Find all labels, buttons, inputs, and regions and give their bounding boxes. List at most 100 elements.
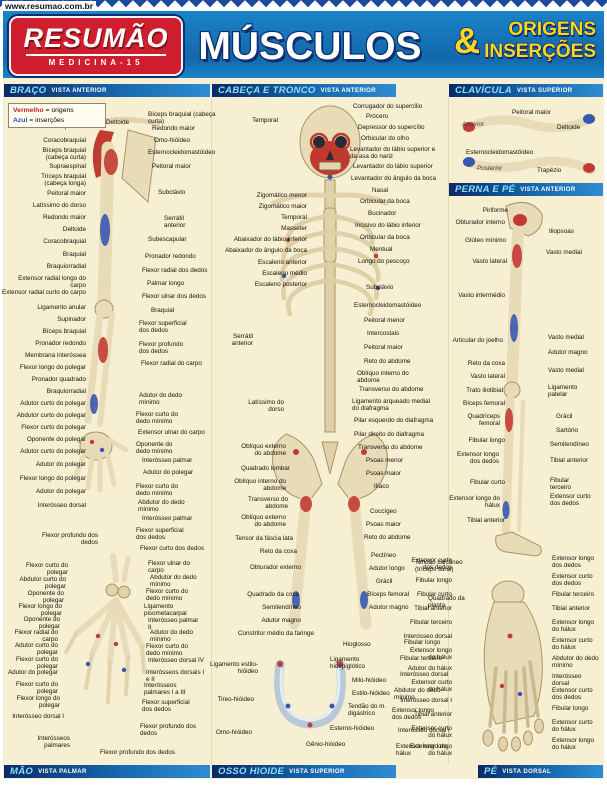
- section-header-mao: MÃO VISTA PALMAR: [4, 765, 210, 778]
- muscle-label: Flexor curto do polegar: [16, 656, 58, 670]
- muscle-label: Bíceps femoral: [367, 591, 409, 598]
- legend-origens: Vermelho = origens: [13, 107, 74, 114]
- muscle-label: Flexor radial dos dedos: [142, 267, 208, 274]
- muscle-label: Tríceps braquial (cabeça longa): [41, 173, 86, 187]
- muscle-label: Pectíneo: [371, 552, 396, 559]
- muscle-label: Peitoral menor: [364, 317, 405, 324]
- muscle-label: Tensor da fáscia lata: [235, 535, 293, 542]
- muscle-label: Redondo maior: [152, 125, 196, 132]
- muscle-label: Interósseo dorsal: [403, 633, 452, 640]
- muscle-label: Flexor profundo dos dedos: [140, 723, 197, 737]
- muscle-label: Oponente do polegar: [26, 436, 86, 443]
- muscle-label: Zigomático maior: [258, 203, 307, 210]
- section-title: PÉ: [484, 766, 498, 777]
- muscle-label: Adutor magno: [548, 349, 588, 356]
- muscle-label: Abdutor do dedo mínimo: [394, 687, 441, 701]
- muscle-label: Bíceps braquial: [42, 328, 86, 335]
- subtitle-insercoes: INSERÇÕES: [483, 40, 596, 62]
- section-title: CLAVÍCULA: [455, 85, 512, 96]
- muscle-label: Adutor longo: [369, 565, 405, 572]
- clavicle-illustration: [462, 113, 596, 175]
- brand-series: MEDICINA-15: [48, 58, 144, 67]
- muscle-label: Zigomático menor: [256, 192, 307, 199]
- muscle-label: Deltoide: [106, 119, 130, 126]
- muscle-label: Esternocleidomastóideo: [148, 149, 216, 156]
- muscle-label: Levantador do lábio superior e da asa do…: [350, 146, 436, 160]
- website-url: www.resumao.com.br: [2, 1, 97, 11]
- muscle-label: Tibial anterior: [467, 517, 505, 524]
- muscle-label: Extensor curto do hálux: [411, 725, 452, 739]
- muscle-label: Interósseo dorsal I: [12, 713, 64, 720]
- muscle-label: Ligamento patelar: [548, 384, 578, 398]
- muscle-label: Glúteo mínimo: [465, 237, 506, 244]
- section-view: VISTA ANTERIOR: [520, 186, 576, 193]
- muscle-label: Extensor longo do hálux: [409, 743, 452, 757]
- muscle-label: Constritor médio da faringe: [238, 630, 314, 637]
- muscle-label: Bíceps braquial (cabeça curta): [42, 147, 86, 161]
- muscle-label: Flexor curto do polegar: [26, 562, 68, 576]
- muscle-label: Extensor ulnar do carpo: [138, 429, 205, 436]
- brand-logo: RESUMÃO MEDICINA-15: [9, 16, 183, 76]
- muscle-label: Adutor do hálux: [407, 665, 452, 672]
- muscle-label: Interósseo dorsal: [552, 673, 582, 687]
- muscle-label: Intercostais: [367, 330, 400, 337]
- muscle-label: Pronador redondo: [35, 340, 86, 347]
- muscle-label: Trato iliotibial: [466, 387, 503, 394]
- muscle-label: Interósseo dorsal: [37, 502, 86, 509]
- muscle-label: Tibial anterior: [550, 457, 588, 464]
- muscle-label: Oblíquo interno do abdome: [234, 478, 286, 492]
- section-view: VISTA ANTERIOR: [51, 87, 107, 94]
- muscle-label: Subclávio: [158, 189, 186, 196]
- muscle-label: Pilar direito do diafragma: [354, 431, 425, 438]
- muscle-label: Flexor curto do dedo mínimo: [146, 643, 188, 657]
- muscle-label: Interósseo palmar: [142, 457, 193, 464]
- muscle-label: Oponente do polegar: [23, 616, 60, 630]
- muscle-label: Adutor curto do polegar: [14, 642, 58, 656]
- muscle-label: Flexor longo do polegar: [18, 603, 62, 617]
- muscle-label: Ilíaco: [374, 483, 390, 490]
- section-view: VISTA DORSAL: [502, 768, 552, 775]
- section-header-osso-hioide: OSSO HIOIDE VISTA SUPERIOR: [212, 765, 396, 778]
- foot-skeleton-illustration: [482, 580, 544, 752]
- muscle-label: Abdutor do dedo mínimo: [552, 655, 599, 669]
- muscle-label: Flexor profundo dos dedos: [100, 749, 175, 756]
- muscle-label: Tendão calcâneo (tríceps sural): [415, 559, 463, 573]
- muscle-label: Esternocleidomastóideo: [354, 302, 422, 309]
- section-title: MÃO: [10, 766, 34, 777]
- muscle-label: Bucinador: [368, 210, 397, 217]
- muscle-label: Flexor curto do dedo mínimo: [136, 411, 178, 425]
- muscle-label: Coccígeo: [370, 508, 397, 515]
- muscle-label: Vasto medial: [546, 249, 582, 256]
- muscle-label: Interósseo palmar II: [148, 617, 199, 631]
- muscle-label: Tibial anterior: [414, 605, 452, 612]
- muscle-label: Omo-hióideo: [154, 137, 191, 144]
- muscle-label: Mentual: [370, 246, 393, 253]
- muscle-label: Interósseo dorsal I: [400, 697, 452, 704]
- muscle-label: Fibular longo: [468, 437, 505, 444]
- muscle-label: Grácil: [556, 413, 573, 420]
- legend-insercoes: Azul = inserções: [13, 116, 65, 124]
- muscle-label: Serrátil anterior: [231, 333, 253, 347]
- hyoid-bone-illustration: [274, 659, 346, 729]
- muscle-label: Ligamento pisometacarpal: [144, 603, 187, 617]
- muscle-label: Nasal: [372, 187, 389, 194]
- muscle-label: Supraespinal: [49, 163, 86, 170]
- muscle-label: Reto do abdome: [364, 358, 411, 365]
- muscle-label: Reto do abdome: [364, 534, 411, 541]
- muscle-label: Ligamento anular: [37, 304, 86, 311]
- muscle-label: Trapézio: [537, 167, 562, 174]
- muscle-label: Interósseo dorsal: [400, 671, 449, 678]
- page-subtitle: ORIGENS & INSERÇÕES: [453, 18, 596, 63]
- muscle-label: Fibular longo: [415, 577, 452, 584]
- muscle-label: Extensor curto do hálux: [552, 637, 593, 651]
- section-header-clavicula: CLAVÍCULA VISTA SUPERIOR: [449, 84, 603, 97]
- muscle-label: Latíssimo do dorso: [32, 202, 86, 209]
- muscle-label: Adutor do dedo mínimo: [139, 392, 183, 406]
- zigzag-border: [0, 0, 607, 9]
- muscle-label: Flexor ulnar do carpo: [148, 560, 190, 574]
- muscle-label: Tireo-hióideo: [217, 696, 254, 703]
- muscle-label: Bíceps braquial (cabeça curta): [148, 111, 216, 125]
- muscle-label: Flexor curto do dedo mínimo: [146, 588, 188, 602]
- muscle-label: Transverso do abdome: [358, 444, 423, 451]
- subtitle-ampersand: &: [453, 19, 481, 62]
